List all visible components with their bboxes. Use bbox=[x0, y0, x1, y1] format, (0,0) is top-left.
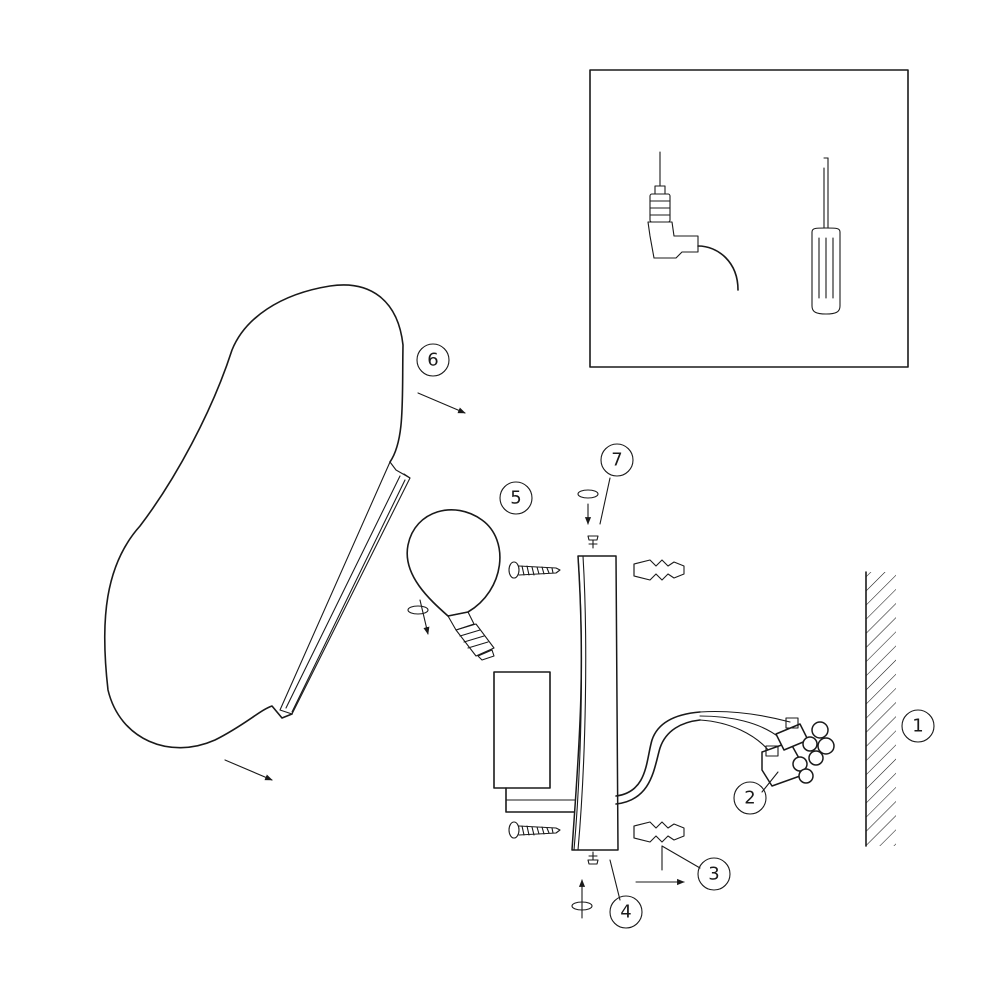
bulb-rotate-arrow bbox=[407, 599, 430, 635]
tools-box bbox=[589, 69, 909, 368]
small-screw-top-arrow bbox=[577, 489, 599, 525]
svg-text:7: 7 bbox=[611, 450, 622, 471]
cable-inner bbox=[615, 719, 701, 805]
callout-3: 3 bbox=[697, 857, 731, 891]
screw-top-left bbox=[508, 561, 561, 579]
wall bbox=[865, 571, 896, 847]
small-screw-top bbox=[587, 535, 599, 549]
cable-outer bbox=[615, 711, 701, 797]
lamp-shade bbox=[103, 284, 411, 749]
screw-bottom-left bbox=[508, 821, 561, 839]
svg-text:5: 5 bbox=[510, 488, 521, 509]
mounting-plate bbox=[571, 555, 619, 851]
light-bulb bbox=[406, 509, 501, 661]
drill-icon bbox=[647, 151, 739, 291]
svg-text:3: 3 bbox=[708, 864, 719, 885]
shade-direction-arrow-lower bbox=[224, 759, 273, 781]
small-screw-bottom-arrow bbox=[571, 879, 593, 919]
svg-text:2: 2 bbox=[744, 788, 755, 809]
small-screw-bottom bbox=[587, 851, 599, 865]
callout-4: 4 bbox=[609, 895, 643, 929]
callout-2: 2 bbox=[733, 781, 767, 815]
screwdriver-icon bbox=[811, 157, 841, 315]
shade-direction-arrow bbox=[417, 392, 466, 414]
callout-6: 6 bbox=[416, 343, 450, 377]
wall-plug-bottom bbox=[633, 821, 685, 843]
callout-1: 1 bbox=[901, 709, 935, 743]
callout-5: 5 bbox=[499, 481, 533, 515]
wall-plug-top bbox=[633, 559, 685, 581]
callout-7: 7 bbox=[600, 443, 634, 477]
svg-text:4: 4 bbox=[620, 902, 631, 923]
svg-text:6: 6 bbox=[427, 350, 438, 371]
socket-housing bbox=[493, 671, 581, 813]
terminal-block bbox=[761, 717, 835, 787]
svg-text:1: 1 bbox=[912, 716, 923, 737]
